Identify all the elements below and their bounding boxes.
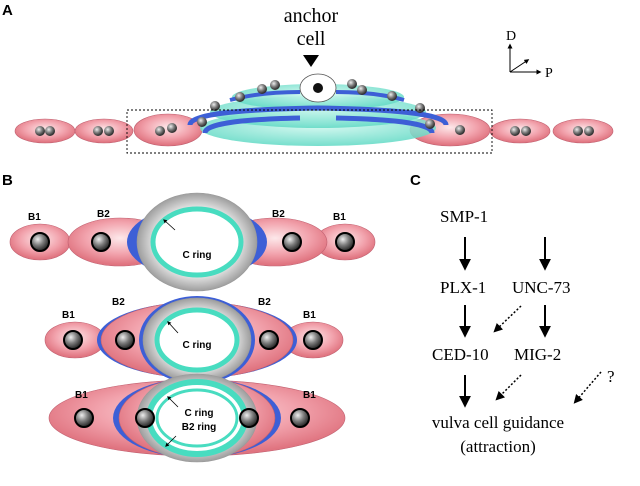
label-b1: B1 <box>303 390 316 401</box>
label-b2: B2 <box>272 209 285 220</box>
axis-label-posterior: P <box>545 66 553 81</box>
nucleus <box>35 126 45 136</box>
label-b2: B2 <box>258 297 271 308</box>
anchor-label-line1: anchor <box>284 5 339 27</box>
nucleus <box>387 91 397 101</box>
c-ring <box>154 307 240 373</box>
nucleus <box>167 123 177 133</box>
anchor-label-line2: cell <box>297 28 326 50</box>
b2-ring-pointer-icon <box>165 435 177 447</box>
label-b1: B1 <box>28 212 41 223</box>
label-b1: B1 <box>75 390 88 401</box>
question-mark: ? <box>607 367 615 386</box>
lateral-arrow-icon <box>509 59 530 73</box>
label-b2: B2 <box>97 209 110 220</box>
nucleus <box>455 125 465 135</box>
nucleus <box>104 126 114 136</box>
panel-a-label: A <box>2 2 13 19</box>
nuclei <box>35 79 594 136</box>
panel-b-row-2 <box>44 296 344 384</box>
output-line1: vulva cell guidance <box>432 413 564 432</box>
signaling-pathway: SMP-1 PLX-1 UNC-73 CED-10 MIG-2 ? vulva … <box>432 207 615 456</box>
nucleus <box>584 126 594 136</box>
nucleus <box>282 232 302 252</box>
blue-ring-arc <box>335 115 435 134</box>
panel-b-row-3 <box>48 373 346 463</box>
nucleus <box>30 232 50 252</box>
c-ring-pointer-icon <box>163 219 176 231</box>
label-b1: B1 <box>62 310 75 321</box>
blue-ring-arc <box>335 90 405 102</box>
node-mig2: MIG-2 <box>514 345 561 364</box>
c-ring-pointer-icon <box>167 396 179 408</box>
node-unc73: UNC-73 <box>512 278 571 297</box>
nucleus <box>357 85 367 95</box>
nucleus <box>290 408 310 428</box>
label-b2: B2 <box>112 297 125 308</box>
label-c-ring: C ring <box>183 340 212 351</box>
nucleus <box>347 79 357 89</box>
nucleus <box>63 330 83 350</box>
nucleus <box>235 92 245 102</box>
nucleus <box>135 408 155 428</box>
anchor-cell-nucleus <box>313 83 323 93</box>
nucleus <box>510 126 520 136</box>
nucleus <box>45 126 55 136</box>
blue-ring-arc <box>202 115 301 134</box>
nucleus <box>335 232 355 252</box>
nucleus <box>573 126 583 136</box>
axis-label-dorsal: D <box>506 29 516 44</box>
nucleus <box>93 126 103 136</box>
nucleus <box>197 117 207 127</box>
b2-ring <box>155 388 239 448</box>
panel-c-label: C <box>410 172 421 189</box>
nucleus <box>425 119 435 129</box>
nucleus <box>115 330 135 350</box>
anchor-pointer-icon <box>303 55 319 67</box>
label-c-ring: C ring <box>185 408 214 419</box>
nucleus <box>239 408 259 428</box>
label-b1: B1 <box>333 212 346 223</box>
nucleus <box>270 80 280 90</box>
nucleus <box>415 103 425 113</box>
label-b1: B1 <box>303 310 316 321</box>
dotted-arrow-unc73-ced10-icon <box>493 305 522 333</box>
nucleus <box>210 101 220 111</box>
nucleus <box>91 232 111 252</box>
node-ced10: CED-10 <box>432 345 489 364</box>
nucleus <box>259 330 279 350</box>
dotted-arrow-mig2-output-icon <box>495 374 522 401</box>
label-c-ring: C ring <box>183 250 212 261</box>
nucleus <box>521 126 531 136</box>
c-ring <box>150 206 244 278</box>
panel-b-label: B <box>2 172 13 189</box>
panel-a-diagram <box>14 73 614 154</box>
node-smp1: SMP-1 <box>440 207 488 226</box>
node-plx1: PLX-1 <box>440 278 486 297</box>
output-line2: (attraction) <box>460 437 536 456</box>
label-b2-ring: B2 ring <box>182 422 216 433</box>
panel-b-row-1 <box>9 192 376 292</box>
nucleus <box>257 84 267 94</box>
nucleus <box>155 126 165 136</box>
c-ring-pointer-icon <box>167 321 179 334</box>
nucleus <box>303 330 323 350</box>
dotted-arrow-unknown-output-icon <box>573 371 602 404</box>
nucleus <box>74 408 94 428</box>
axis-indicator <box>507 43 542 75</box>
